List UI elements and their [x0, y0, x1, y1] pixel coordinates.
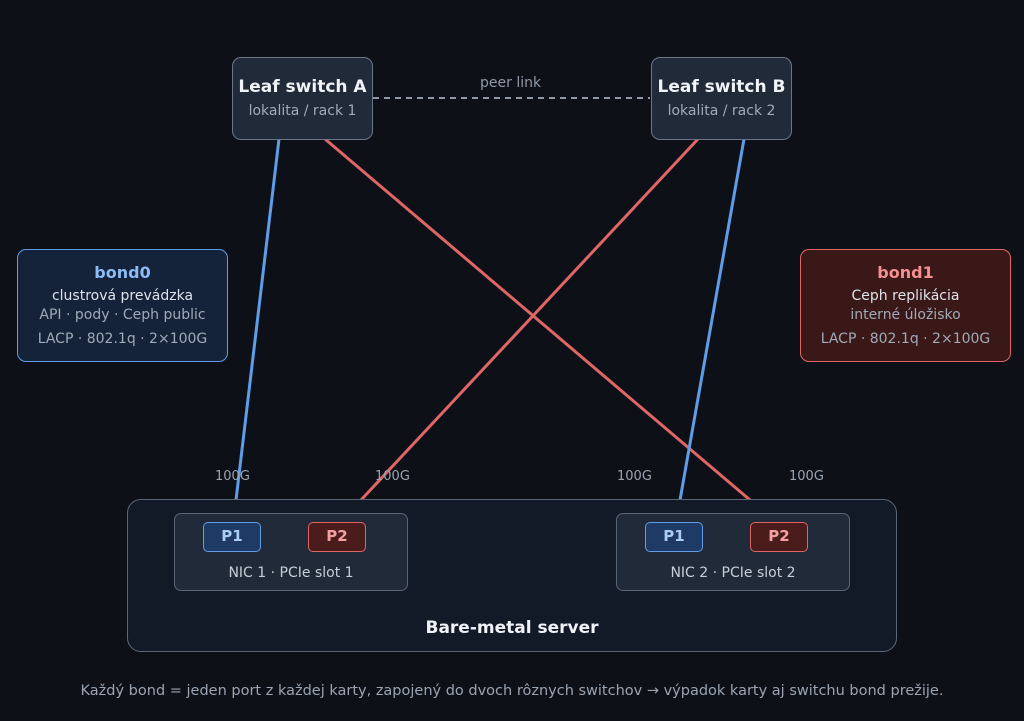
bond-purpose: clustrová prevádzka [51, 288, 194, 304]
link-switch-a-nic1-p1 [234, 138, 281, 501]
switch-subtitle: lokalita / rack 2 [667, 103, 776, 119]
link-speed-label: 100G [215, 469, 250, 484]
nic1-port-p1: P1 [203, 522, 261, 552]
nic-label: NIC 2 · PCIe slot 2 [670, 565, 796, 581]
bond-spec: LACP · 802.1q · 2×100G [37, 331, 208, 347]
switch-subtitle: lokalita / rack 1 [248, 103, 357, 119]
peer-link-label: peer link [480, 75, 542, 91]
leaf-switch-b: Leaf switch B lokalita / rack 2 [651, 57, 792, 140]
leaf-switch-a: Leaf switch A lokalita / rack 1 [232, 57, 373, 140]
link-switch-b-nic2-p1 [678, 138, 746, 501]
nic2-port-p2: P2 [750, 522, 808, 552]
bond-detail: interné úložisko [850, 307, 961, 323]
link-speed-label: 100G [375, 469, 410, 484]
bare-metal-server: P1 P2 NIC 1 · PCIe slot 1 P1 P2 NIC 2 · … [127, 499, 897, 652]
switch-title: Leaf switch B [657, 77, 786, 97]
nic-2: P1 P2 NIC 2 · PCIe slot 2 [616, 513, 850, 591]
nic1-port-p2: P2 [308, 522, 366, 552]
link-speed-label: 100G [789, 469, 824, 484]
bond-purpose: Ceph replikácia [851, 288, 960, 304]
nic-1: P1 P2 NIC 1 · PCIe slot 1 [174, 513, 408, 591]
bond-spec: LACP · 802.1q · 2×100G [820, 331, 991, 347]
footnote: Každý bond = jeden port z každej karty, … [80, 683, 944, 699]
server-title: Bare-metal server [425, 618, 599, 638]
bond0-card: bond0 clustrová prevádzka API · pody · C… [17, 249, 228, 362]
link-speed-label: 100G [617, 469, 652, 484]
nic-label: NIC 1 · PCIe slot 1 [228, 565, 354, 581]
bond-title: bond0 [94, 263, 151, 282]
bond-title: bond1 [877, 263, 934, 282]
bond-detail: API · pody · Ceph public [39, 307, 206, 323]
link-switch-b-nic1-p2 [359, 137, 700, 502]
switch-title: Leaf switch A [238, 77, 367, 97]
link-switch-a-nic2-p2 [324, 137, 751, 502]
nic2-port-p1: P1 [645, 522, 703, 552]
bond1-card: bond1 Ceph replikácia interné úložisko L… [800, 249, 1011, 362]
